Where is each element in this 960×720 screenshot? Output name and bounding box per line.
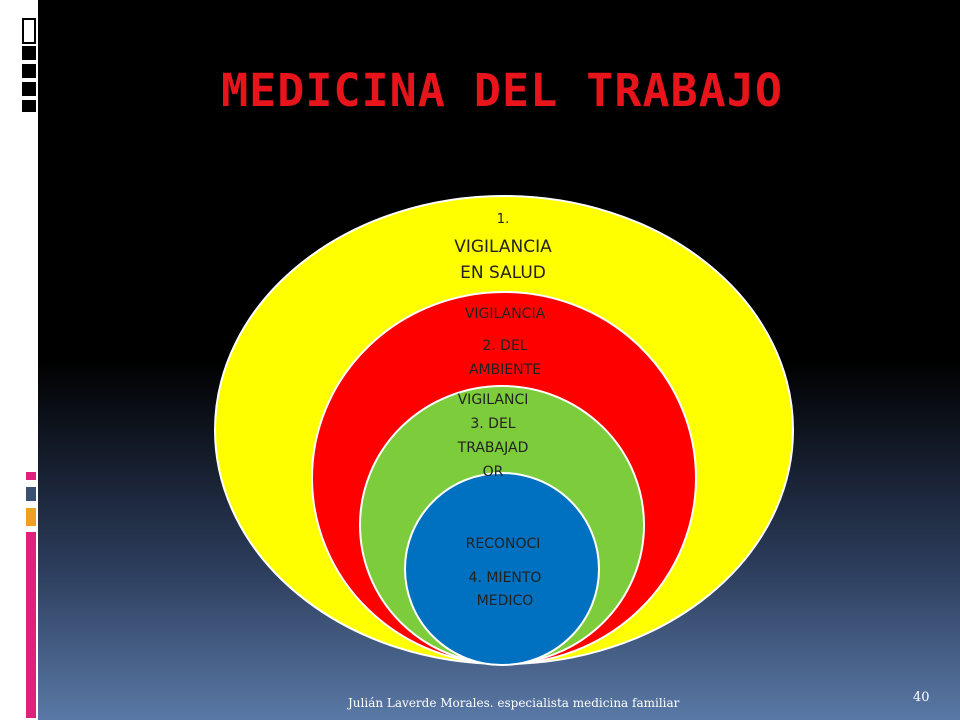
footer-author: Julián Laverde Morales. especialista med… [348,696,680,710]
circle-3-label-line-1: VIGILANCI [458,392,529,408]
circle-2-label-line-2: 2. DEL [482,338,527,354]
circle-3-label-line-4: OR [483,464,504,480]
circle-3-label-line-2: 3. DEL [470,416,515,432]
circle-4-label-line-2: 4. MIENTO [469,570,542,586]
circle-4-label-line-3: MEDICO [477,593,534,609]
circle-1-label-line-2: VIGILANCIA [454,237,552,257]
circle-1-label-line-1: 1. [497,212,509,227]
circle-reconocimiento-medico [404,472,600,666]
page-number: 40 [913,690,930,705]
circle-2-label-line-3: AMBIENTE [469,362,541,378]
circle-3-label-line-3: TRABAJAD [457,440,529,456]
page-title: MEDICINA DEL TRABAJO [221,64,783,117]
circle-2-label-line-1: VIGILANCIA [465,306,546,322]
circle-4-label-line-1: RECONOCI [466,536,541,552]
circle-1-label-line-3: EN SALUD [460,263,546,283]
